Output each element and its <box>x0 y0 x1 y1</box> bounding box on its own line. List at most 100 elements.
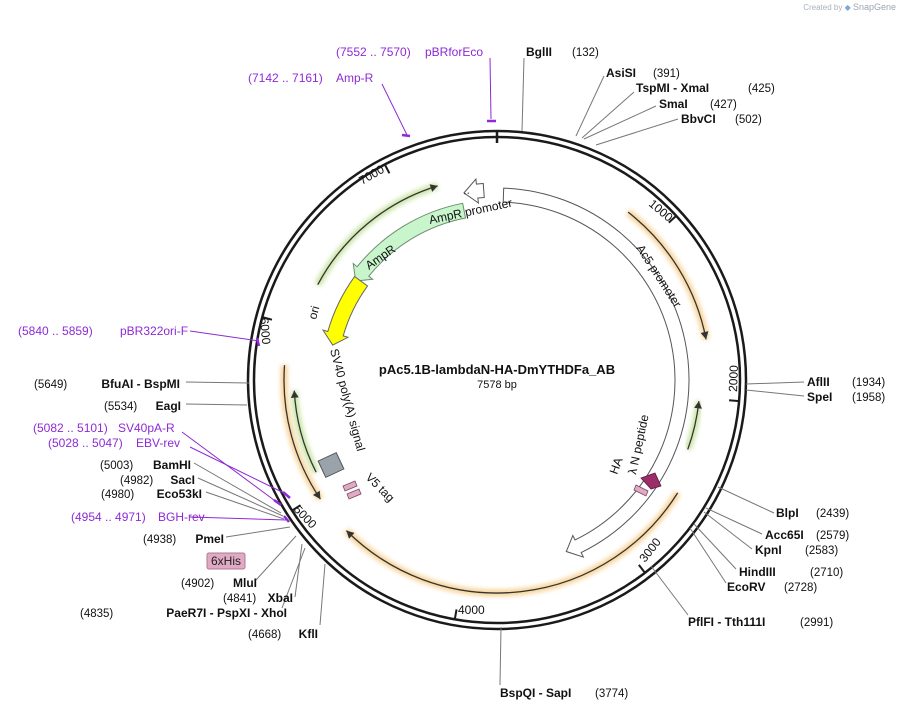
ruler-tick <box>729 399 740 403</box>
primer-mark-pbr322ori <box>255 337 261 347</box>
site-name-xbai[interactable]: XbaI <box>268 591 293 605</box>
site-leader-ecorv <box>689 527 727 584</box>
site-leader-blpi <box>717 486 775 514</box>
feature-orange-1 <box>625 209 710 341</box>
ruler-tick <box>383 163 391 174</box>
site-name-smai[interactable]: SmaI <box>659 97 688 111</box>
site-name-bspqi[interactable]: BspQI - SapI <box>500 686 571 700</box>
site-leader-bfuai <box>185 381 250 384</box>
ruler-tick <box>638 564 646 574</box>
ori-arrow <box>321 275 369 346</box>
ruler-tick <box>453 609 458 620</box>
primer-name-ebvrev[interactable]: EBV-rev <box>136 436 180 450</box>
ampr-arrow <box>352 202 467 282</box>
site-leader-bamhi <box>193 462 282 514</box>
v5-tag-arrow <box>346 488 362 500</box>
ruler-tick <box>291 504 302 512</box>
site-name-kpni[interactable]: KpnI <box>755 543 782 557</box>
site-leader-pflfi <box>650 565 689 616</box>
site-pos-pmei: (4938) <box>143 534 176 546</box>
primer-leader-ampr_p <box>381 83 408 136</box>
primer-range-sv40par: (5082 .. 5101) <box>33 421 108 435</box>
site-leader-spei <box>745 389 805 397</box>
6xhis-label-box <box>206 552 246 570</box>
site-leader-tspmi <box>581 91 635 139</box>
site-name-saci[interactable]: SacI <box>170 473 195 487</box>
site-leader-xbai <box>294 543 303 598</box>
site-name-eagi[interactable]: EagI <box>156 399 181 413</box>
v5-tag-label: V5 tag <box>363 470 397 504</box>
site-pos-bbvci: (502) <box>735 114 762 126</box>
feature-green-3 <box>314 182 439 287</box>
site-name-acc65i[interactable]: Acc65I <box>765 528 804 542</box>
site-leader-aflii <box>745 381 805 385</box>
primer-name-sv40par[interactable]: SV40pA-R <box>118 421 175 435</box>
primer-leader-bghrev <box>189 516 287 521</box>
primer-leader-sv40par <box>181 431 279 504</box>
site-pos-xbai: (4841) <box>223 593 256 605</box>
ori-label: ori <box>305 304 322 321</box>
site-name-blpi[interactable]: BlpI <box>776 506 799 520</box>
feature-orange-3 <box>280 364 324 502</box>
site-name-bamhi[interactable]: BamHI <box>153 458 191 472</box>
site-leader-acc65i <box>705 507 763 535</box>
feature-green-2 <box>290 390 320 474</box>
ruler-6000: 6000 <box>257 317 273 345</box>
site-name-hindiii[interactable]: HindIII <box>739 565 776 579</box>
site-leader-paer7i <box>281 547 306 609</box>
site-pos-bspqi: (3774) <box>595 688 628 700</box>
site-pos-eco53ki: (4980) <box>101 489 134 501</box>
primer-leader-pbr322ori <box>189 330 260 342</box>
ruler-tick <box>668 215 677 224</box>
snapgene-watermark: Created by ◆ SnapGene <box>803 2 896 12</box>
site-name-aflii[interactable]: AflII <box>807 375 830 389</box>
site-name-bglii[interactable]: BglII <box>526 45 552 59</box>
lambda-n-label: λ N peptide <box>625 413 651 476</box>
site-name-bbvci[interactable]: BbvCI <box>681 112 716 126</box>
site-name-mlui[interactable]: MluI <box>233 576 257 590</box>
site-name-paer7i[interactable]: PaeR7I - PspXI - XhoI <box>166 606 287 620</box>
primer-name-bghrev[interactable]: BGH-rev <box>158 510 205 524</box>
site-leader-kpni <box>703 511 753 550</box>
site-leader-eco53ki <box>205 491 285 520</box>
site-pos-bamhi: (5003) <box>100 460 133 472</box>
site-pos-bfuai: (5649) <box>34 379 67 391</box>
primer-name-pbr322ori[interactable]: pBR322ori-F <box>120 324 188 338</box>
site-pos-kfli: (4668) <box>248 629 281 641</box>
site-pos-hindiii: (2710) <box>810 567 843 579</box>
site-name-pflfi[interactable]: PflFI - Tth111I <box>688 615 765 629</box>
primer-mark-sv40par <box>273 498 282 507</box>
site-pos-saci: (4982) <box>120 475 153 487</box>
primer-leader-pbrforeco <box>489 57 492 120</box>
ruler-4000: 4000 <box>458 603 485 617</box>
v5-tag-arrow <box>342 480 358 492</box>
site-name-kfli[interactable]: KflI <box>299 627 318 641</box>
site-name-spei[interactable]: SpeI <box>807 390 832 404</box>
site-name-pmei[interactable]: PmeI <box>195 532 224 546</box>
site-leader-asisi <box>575 75 605 137</box>
site-name-bfuai[interactable]: BfuAI - BspMI <box>101 377 180 391</box>
feature-orange-2 <box>343 491 681 597</box>
site-name-tspmi[interactable]: TspMI - XmaI <box>636 81 709 95</box>
primer-mark-ampr_p <box>401 133 411 138</box>
6xhis-label: 6xHis <box>211 554 241 568</box>
primer-mark-bghrev <box>283 515 290 523</box>
site-leader-mlui <box>255 535 297 581</box>
site-name-ecorv[interactable]: EcoRV <box>727 580 765 594</box>
ampr-promoter-arrow <box>463 177 485 205</box>
ampr-dotted-marker <box>464 192 471 195</box>
site-pos-bglii: (132) <box>572 47 599 59</box>
site-name-asisi[interactable]: AsiSI <box>606 66 636 80</box>
site-pos-ecorv: (2728) <box>784 582 817 594</box>
plasmid-size: 7578 bp <box>477 379 517 391</box>
site-pos-pflfi: (2991) <box>800 617 833 629</box>
primer-name-ampr_p[interactable]: Amp-R <box>336 71 374 85</box>
site-leader-hindiii <box>693 523 737 570</box>
site-name-eco53ki[interactable]: Eco53kI <box>157 487 202 501</box>
primer-leader-ebvrev <box>189 446 287 495</box>
primer-range-bghrev: (4954 .. 4971) <box>71 510 146 524</box>
feature-green-1 <box>684 400 703 451</box>
site-pos-mlui: (4902) <box>181 578 214 590</box>
primer-name-pbrforeco[interactable]: pBRforEco <box>425 45 483 59</box>
primer-range-pbrforeco: (7552 .. 7570) <box>336 45 411 59</box>
